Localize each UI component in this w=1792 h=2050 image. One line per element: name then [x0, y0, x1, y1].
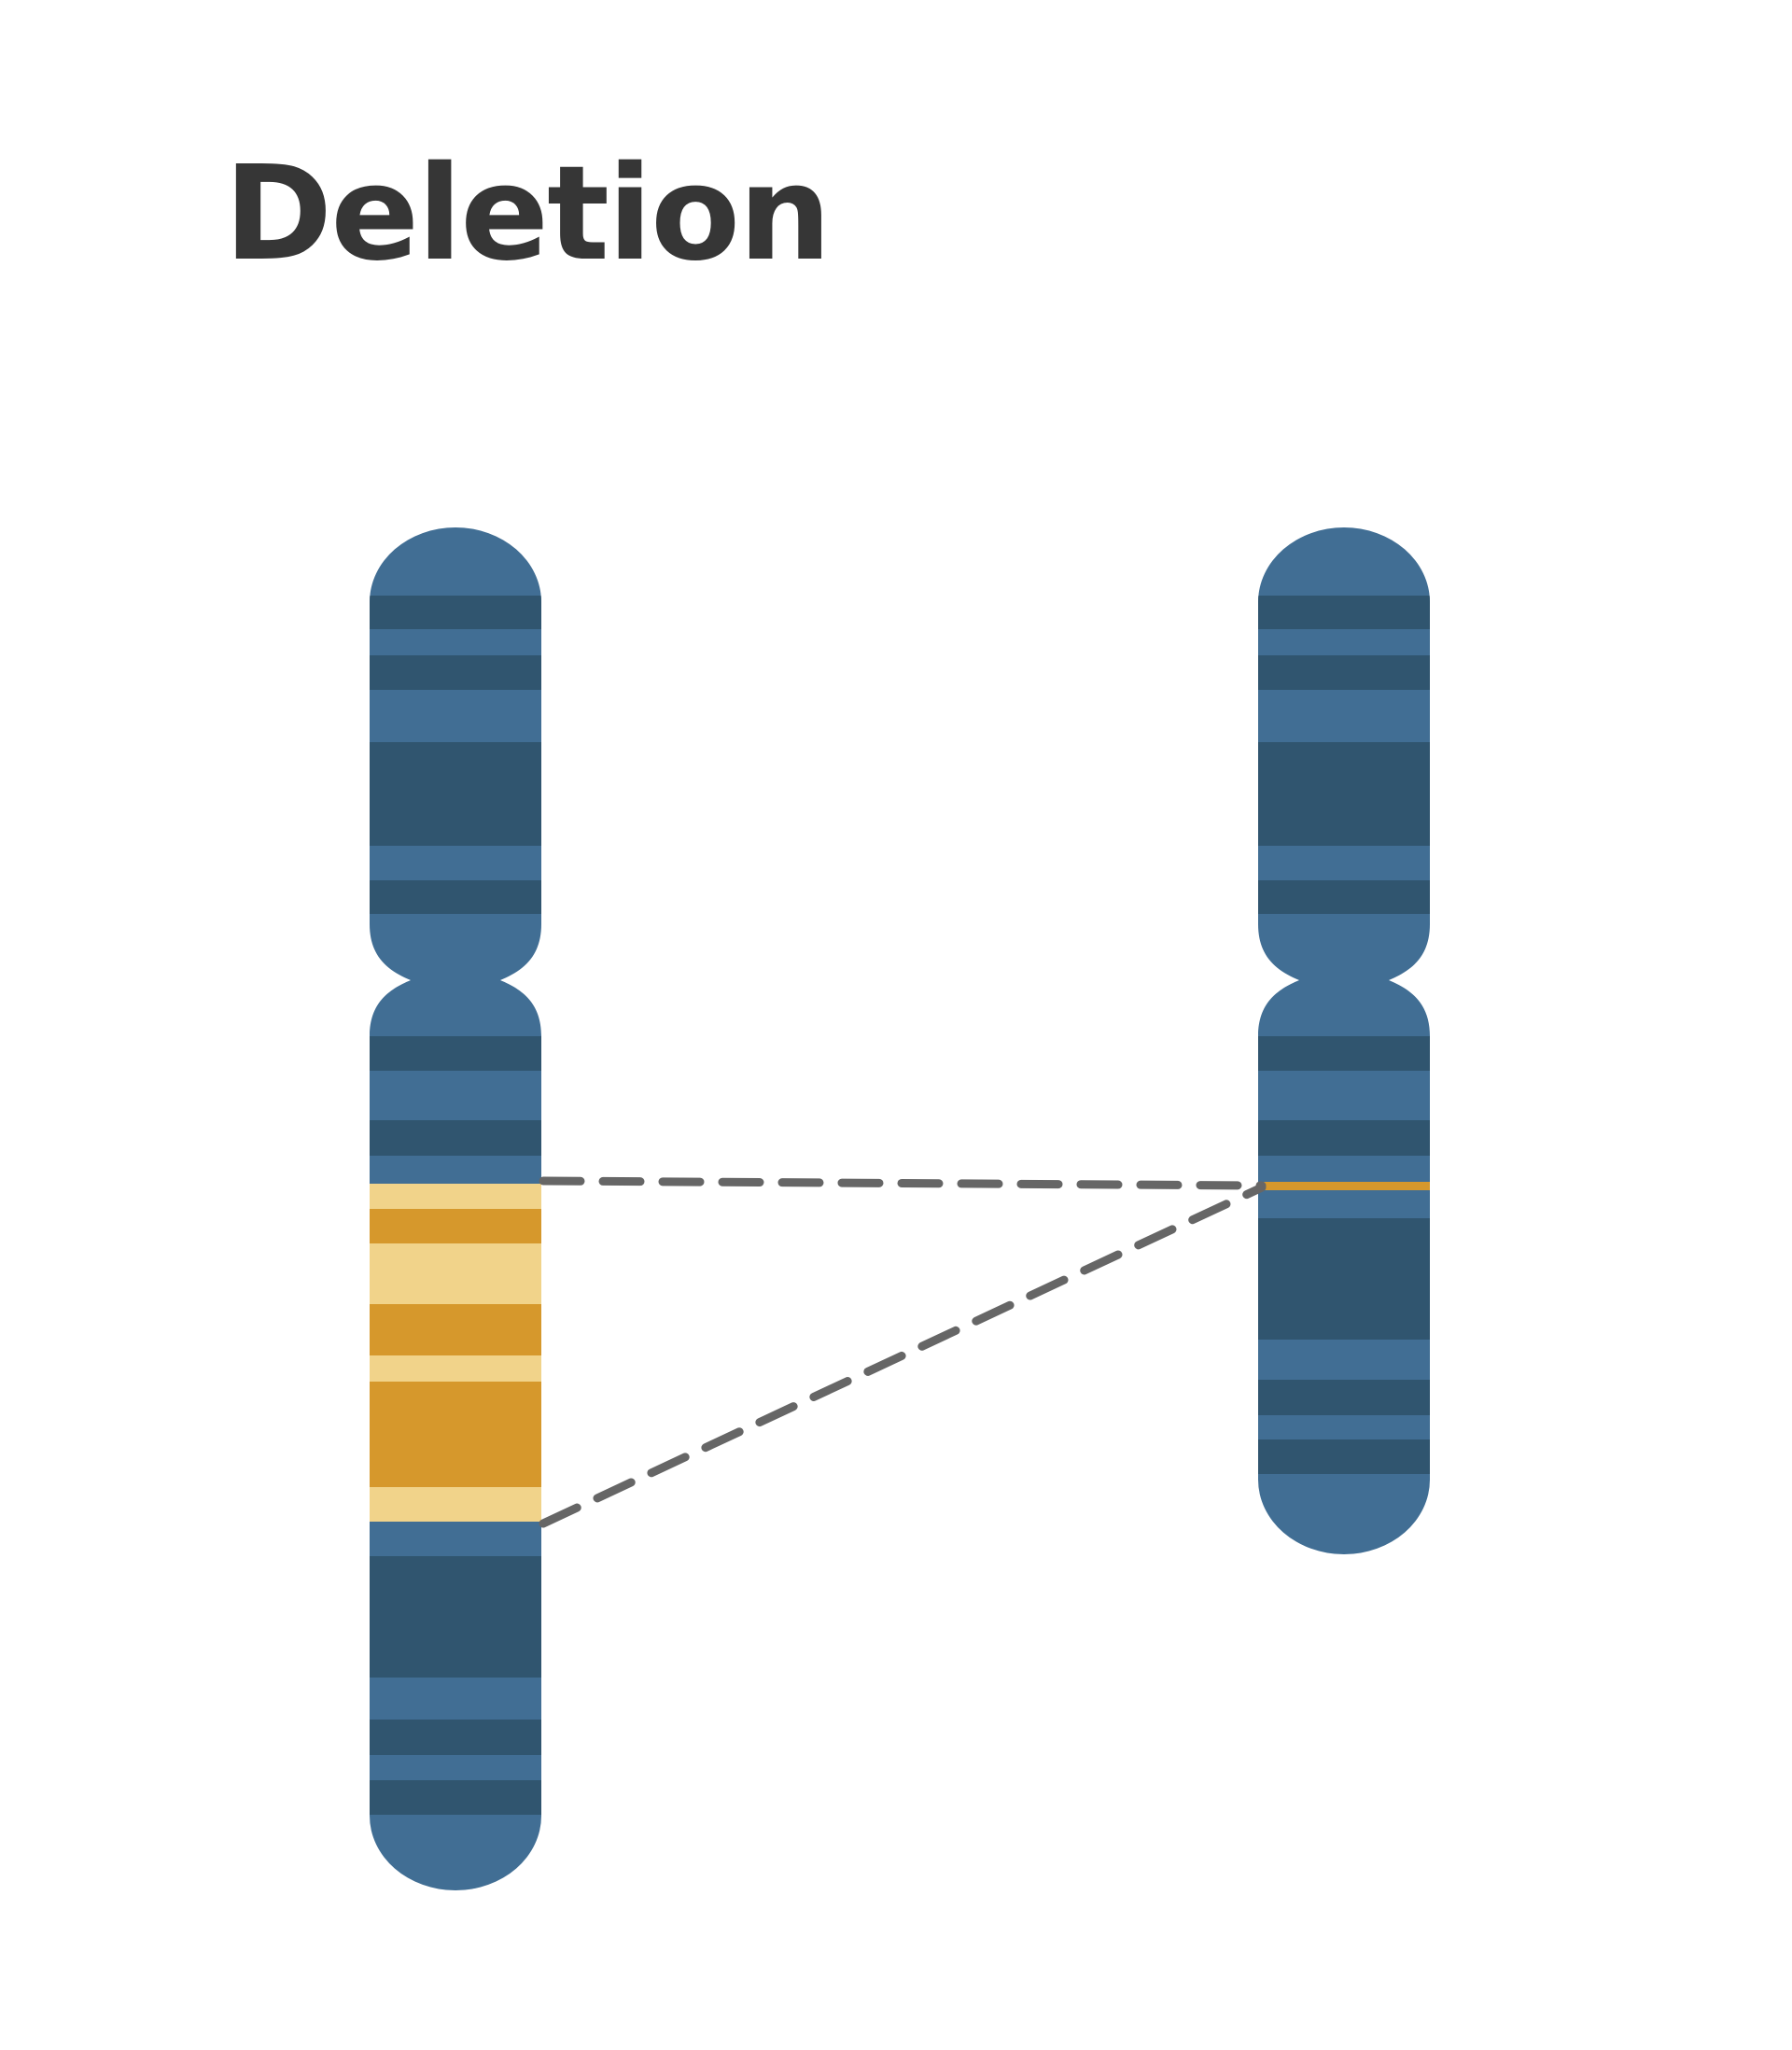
deleted-band-light — [370, 1487, 541, 1522]
chromosome-band — [1258, 655, 1430, 690]
chromosome-band — [1258, 596, 1430, 629]
chromosome-band — [1258, 880, 1430, 914]
chromosome-band — [370, 1556, 541, 1678]
chromosome-band — [370, 880, 541, 914]
original-chromosome — [370, 527, 541, 1890]
deleted-band-light — [370, 1355, 541, 1382]
chromosome-band — [1258, 1120, 1430, 1156]
deletion-connectors — [539, 1176, 1267, 1528]
chromosome-band — [1258, 1218, 1430, 1340]
deleted-chromosome — [1258, 527, 1430, 1554]
connector-line-bottom — [539, 1183, 1267, 1528]
chromosome-band — [1258, 1036, 1430, 1071]
deleted-segment — [370, 1184, 541, 1522]
chromosome-band — [1258, 1380, 1430, 1415]
chromosome-band — [370, 1036, 541, 1071]
deleted-band-dark — [370, 1304, 541, 1355]
deleted-band-light — [370, 1243, 541, 1304]
chromosome-band — [370, 655, 541, 690]
chromosome-band — [370, 596, 541, 629]
chromosome-band — [370, 1120, 541, 1156]
deleted-band-dark — [370, 1382, 541, 1487]
chromosome-band — [370, 1720, 541, 1755]
chromosome-band — [370, 1780, 541, 1815]
deleted-band-dark — [370, 1209, 541, 1243]
deleted-band-light — [370, 1184, 541, 1209]
chromosome-band — [1258, 1439, 1430, 1474]
diagram-title: Deletion — [224, 138, 832, 290]
chromosome-band — [370, 742, 541, 846]
breakpoint-marker — [1258, 1182, 1430, 1190]
connector-line-top — [539, 1176, 1267, 1190]
chromosome-band — [1258, 742, 1430, 846]
